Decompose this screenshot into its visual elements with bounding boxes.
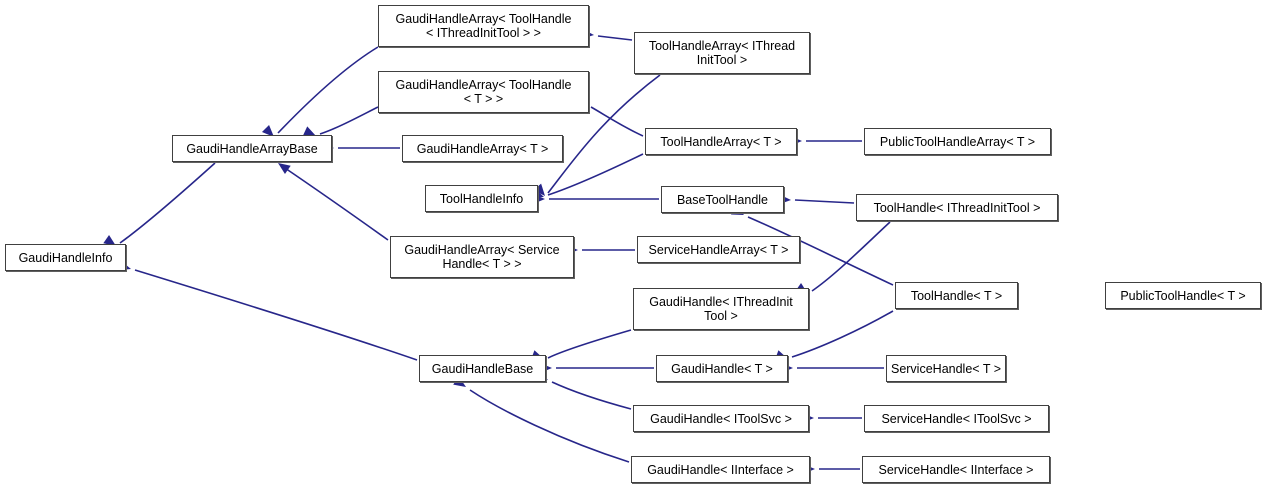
class-node-label: GaudiHandleArray< ToolHandle < T > > xyxy=(395,78,572,106)
class-node-gaudiHandleT[interactable]: GaudiHandle< T > xyxy=(656,355,788,382)
class-node-label: ServiceHandle< T > xyxy=(890,361,1002,376)
class-node-toolHandleArrayIThreadInitTool[interactable]: ToolHandleArray< IThread InitTool > xyxy=(634,32,810,74)
inheritance-edge xyxy=(261,46,379,137)
class-node-label: BaseToolHandle xyxy=(676,192,769,207)
class-node-gaudiHandleArrayToolHandleIThreadInitTool[interactable]: GaudiHandleArray< ToolHandle < IThreadIn… xyxy=(378,5,589,47)
class-node-label: ToolHandle< IThreadInitTool > xyxy=(873,200,1041,215)
class-node-label: ToolHandle< T > xyxy=(910,288,1003,303)
inheritance-edge xyxy=(322,143,400,153)
class-node-gaudiHandleArrayBase[interactable]: GaudiHandleArrayBase xyxy=(172,135,332,162)
inheritance-edge xyxy=(453,376,630,463)
class-node-label: ToolHandleArray< IThread InitTool > xyxy=(648,39,796,67)
inheritance-edge xyxy=(802,413,862,423)
class-node-gaudiHandleIToolSvc[interactable]: GaudiHandle< IToolSvc > xyxy=(633,405,809,432)
class-node-label: GaudiHandle< IToolSvc > xyxy=(650,411,792,426)
class-node-toolHandleIThreadInitTool[interactable]: ToolHandle< IThreadInitTool > xyxy=(856,194,1058,221)
inheritance-edge xyxy=(303,106,379,136)
class-node-publicToolHandleArrayT[interactable]: PublicToolHandleArray< T > xyxy=(864,128,1051,155)
inheritance-edge xyxy=(103,162,216,246)
edge-arrowhead xyxy=(278,163,291,174)
class-node-gaudiHandleArrayToolHandleT[interactable]: GaudiHandleArray< ToolHandle < T > > xyxy=(378,71,589,113)
class-node-label: GaudiHandleArray< ToolHandle < IThreadIn… xyxy=(395,12,572,40)
class-node-label: GaudiHandleInfo xyxy=(18,250,113,265)
class-node-label: ToolHandleArray< T > xyxy=(660,134,782,149)
class-node-label: PublicToolHandleArray< T > xyxy=(879,134,1036,149)
class-node-label: GaudiHandle< IThreadInit Tool > xyxy=(649,295,793,323)
inheritance-edge xyxy=(531,329,632,360)
class-node-toolHandleArrayT[interactable]: ToolHandleArray< T > xyxy=(645,128,797,155)
edge-arrowhead xyxy=(303,126,316,136)
inheritance-edge xyxy=(278,163,389,241)
class-node-gaudiHandleIThreadInitTool[interactable]: GaudiHandle< IThreadInit Tool > xyxy=(633,288,809,330)
class-node-gaudiHandleIInterface[interactable]: GaudiHandle< IInterface > xyxy=(631,456,810,483)
class-node-gaudiHandleInfo[interactable]: GaudiHandleInfo xyxy=(5,244,126,271)
class-node-label: ServiceHandle< IToolSvc > xyxy=(881,411,1032,426)
edge-arrowhead xyxy=(103,235,116,246)
class-node-label: GaudiHandle< T > xyxy=(671,361,773,376)
class-node-toolHandleT[interactable]: ToolHandle< T > xyxy=(895,282,1018,309)
inheritance-edge xyxy=(533,194,659,204)
class-node-toolHandleInfo[interactable]: ToolHandleInfo xyxy=(425,185,538,212)
class-node-serviceHandleT[interactable]: ServiceHandle< T > xyxy=(886,355,1006,382)
inheritance-edge xyxy=(803,464,860,474)
class-node-label: PublicToolHandle< T > xyxy=(1120,288,1246,303)
inheritance-edge xyxy=(581,28,633,41)
class-node-gaudiHandleArrayT[interactable]: GaudiHandleArray< T > xyxy=(402,135,563,162)
inheritance-edge xyxy=(566,245,635,255)
class-node-label: GaudiHandleArray< Service Handle< T > > xyxy=(404,243,560,271)
class-node-baseToolHandle[interactable]: BaseToolHandle xyxy=(661,186,784,213)
class-node-serviceHandleIToolSvc[interactable]: ServiceHandle< IToolSvc > xyxy=(864,405,1049,432)
class-node-label: ServiceHandleArray< T > xyxy=(648,242,789,257)
edge-arrowhead xyxy=(261,124,274,137)
inheritance-edge xyxy=(795,221,891,294)
class-node-label: GaudiHandleBase xyxy=(431,361,534,376)
class-node-label: GaudiHandle< IInterface > xyxy=(647,462,794,477)
class-node-label: GaudiHandleArray< T > xyxy=(416,141,549,156)
inheritance-edge xyxy=(540,363,654,373)
class-node-publicToolHandleT[interactable]: PublicToolHandle< T > xyxy=(1105,282,1261,309)
class-node-gaudiHandleArrayServiceHandleT[interactable]: GaudiHandleArray< Service Handle< T > > xyxy=(390,236,574,278)
inheritance-edge xyxy=(535,371,632,410)
inheritance-edge xyxy=(778,194,855,205)
inheritance-edge xyxy=(781,363,884,373)
class-node-label: ServiceHandle< IInterface > xyxy=(878,462,1034,477)
class-node-serviceHandleArrayT[interactable]: ServiceHandleArray< T > xyxy=(637,236,800,263)
inheritance-edge xyxy=(118,260,418,361)
class-node-serviceHandleIInterface[interactable]: ServiceHandle< IInterface > xyxy=(862,456,1050,483)
class-node-label: ToolHandleInfo xyxy=(439,191,524,206)
inheritance-edge xyxy=(533,74,661,196)
inheritance-edge xyxy=(790,136,862,146)
edge-arrowhead xyxy=(533,183,545,196)
class-node-label: GaudiHandleArrayBase xyxy=(186,141,318,156)
class-node-gaudiHandleBase[interactable]: GaudiHandleBase xyxy=(419,355,546,382)
